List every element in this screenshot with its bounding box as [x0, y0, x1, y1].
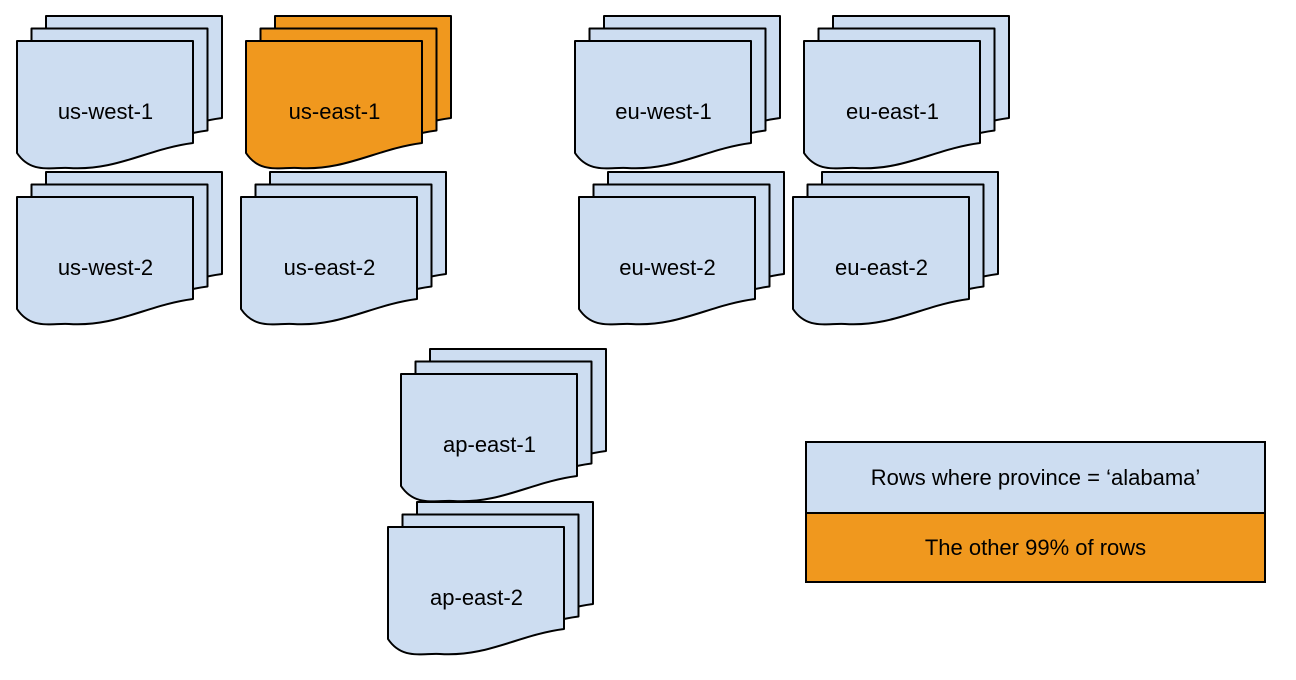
region-label-eu-east-2: eu-east-2 — [835, 255, 928, 280]
region-label-us-west-2: us-west-2 — [57, 255, 154, 280]
region-label-us-east-1: us-east-1 — [288, 99, 381, 124]
document-stack-icon — [803, 15, 1010, 175]
document-stack-icon — [578, 171, 785, 331]
document-stack-icon — [245, 15, 452, 175]
document-stack-icon — [574, 15, 781, 175]
region-label-eu-west-1: eu-west-1 — [615, 99, 712, 124]
document-stack-icon — [240, 171, 447, 331]
region-label-us-west-1: us-west-1 — [57, 99, 154, 124]
region-stack-us-east-1: us-east-1 — [245, 15, 452, 175]
document-stack-icon — [387, 501, 594, 661]
region-stack-us-east-2: us-east-2 — [240, 171, 447, 331]
region-stack-eu-west-1: eu-west-1 — [574, 15, 781, 175]
document-stack-icon — [792, 171, 999, 331]
region-stack-ap-east-1: ap-east-1 — [400, 348, 607, 508]
region-label-ap-east-2: ap-east-2 — [430, 585, 523, 610]
region-label-eu-east-1: eu-east-1 — [846, 99, 939, 124]
legend-item-other-rows: The other 99% of rows — [807, 512, 1264, 581]
region-stack-eu-west-2: eu-west-2 — [578, 171, 785, 331]
region-stack-us-west-2: us-west-2 — [16, 171, 223, 331]
region-label-ap-east-1: ap-east-1 — [443, 432, 536, 457]
region-stack-us-west-1: us-west-1 — [16, 15, 223, 175]
region-stack-eu-east-1: eu-east-1 — [803, 15, 1010, 175]
region-label-eu-west-2: eu-west-2 — [619, 255, 716, 280]
document-stack-icon — [400, 348, 607, 508]
region-stack-ap-east-2: ap-east-2 — [387, 501, 594, 661]
legend: Rows where province = ‘alabama’ The othe… — [805, 441, 1266, 583]
region-stack-eu-east-2: eu-east-2 — [792, 171, 999, 331]
region-label-us-east-2: us-east-2 — [283, 255, 376, 280]
document-stack-icon — [16, 15, 223, 175]
document-stack-icon — [16, 171, 223, 331]
legend-item-alabama-rows: Rows where province = ‘alabama’ — [807, 443, 1264, 512]
